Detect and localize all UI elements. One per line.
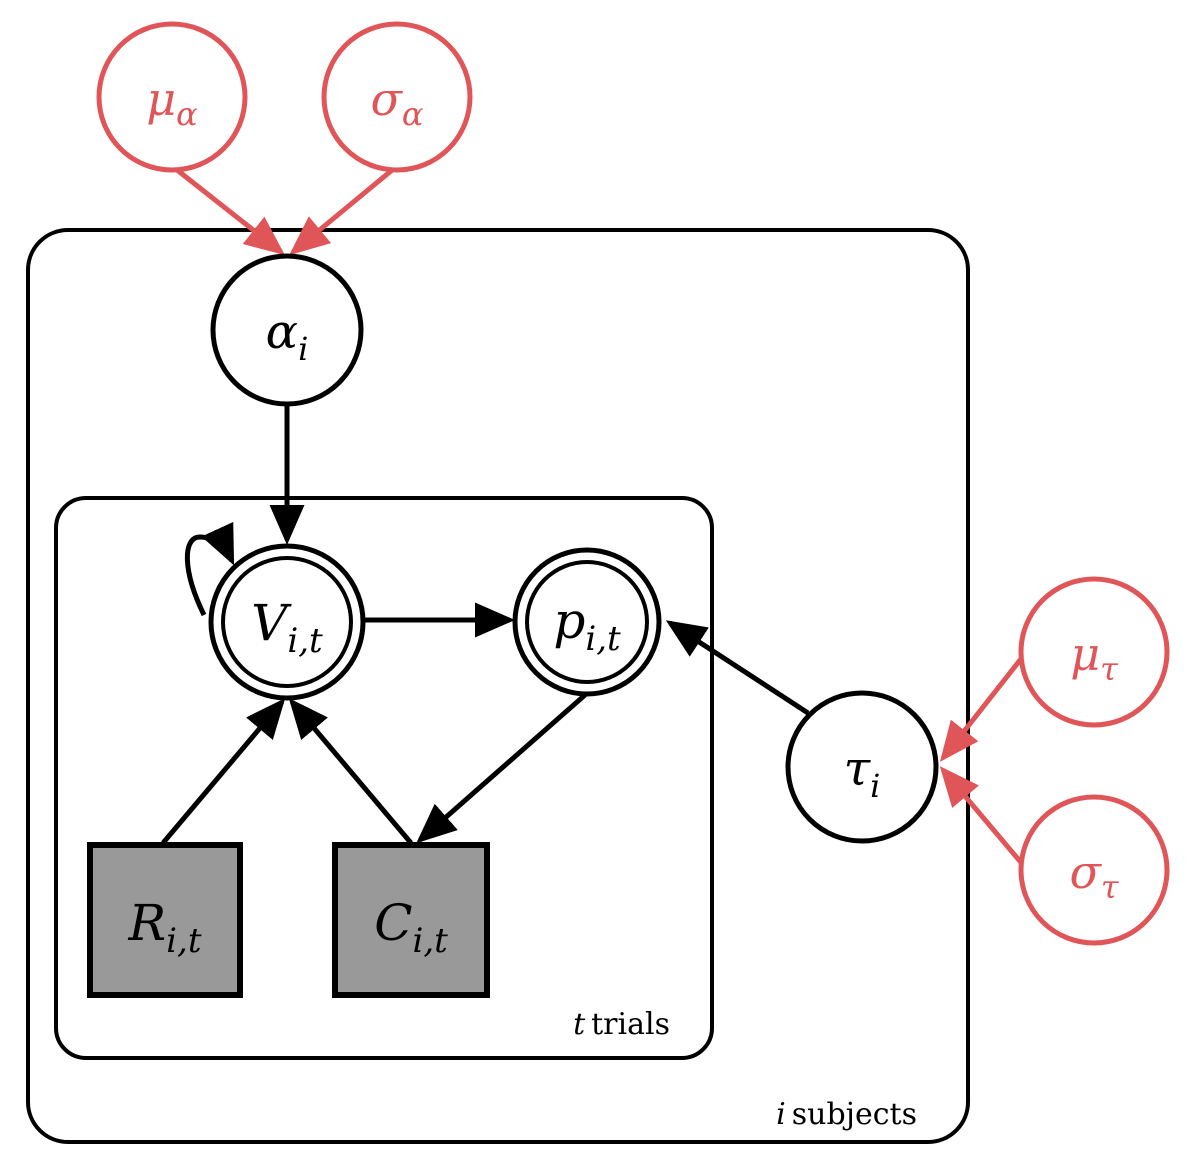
edge-prob-to-choice [416,693,587,844]
tau-node: τi [785,690,939,844]
svg-text:Ci,t: Ci,t [374,894,448,961]
alpha-node: αi [210,253,364,407]
mu-tau-node: μτ [1018,576,1170,728]
svg-text:στ: στ [1069,845,1119,906]
subjects-plate [26,228,970,1144]
svg-text:Ri,t: Ri,t [127,894,201,961]
reward-node: Ri,t [87,842,243,998]
svg-text:τi: τi [844,741,881,805]
svg-text:αi: αi [266,304,309,368]
edge-tau-to-prob [665,620,810,716]
edge-reward-to-value [161,698,286,845]
prob-node: pi,t [512,547,662,697]
edge-mu-alpha-to-alpha [170,164,285,256]
edge-choice-to-value [288,698,413,845]
choice-node: Ci,t [332,842,490,998]
svg-text:μτ: μτ [1070,627,1119,688]
sigma-alpha-node: σα [321,21,473,173]
mu-alpha-node: μα [96,21,248,173]
edge-value-self-loop [184,521,235,617]
value-node: Vi,t [208,543,366,701]
svg-text:σα: σα [370,72,423,133]
svg-text:pi,t: pi,t [553,592,621,659]
trials-plate [54,496,714,1060]
edge-sigma-tau-to-tau [939,766,1026,868]
edge-sigma-alpha-to-alpha [289,164,399,256]
svg-text:Vi,t: Vi,t [251,594,323,661]
svg-text:μα: μα [146,72,198,133]
edge-mu-tau-to-tau [939,653,1026,762]
sigma-tau-node: στ [1018,794,1170,946]
